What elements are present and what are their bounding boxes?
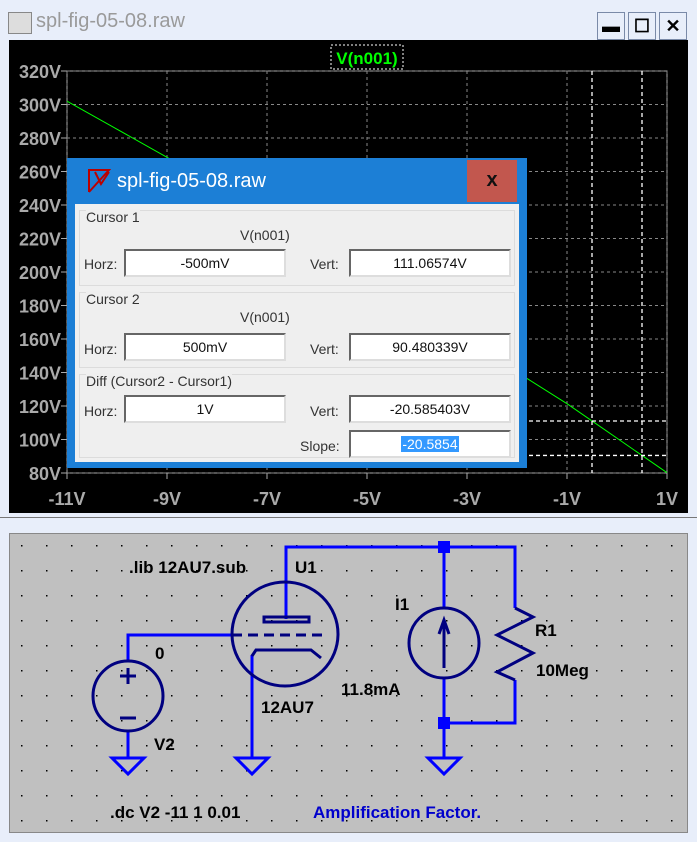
- x-tick-label: -1V: [553, 489, 581, 509]
- x-tick-label: -5V: [353, 489, 381, 509]
- y-tick-label: 140V: [19, 364, 61, 384]
- y-tick-label: 80V: [29, 464, 61, 484]
- resistor-r1-symbol[interactable]: [493, 606, 537, 682]
- slope-label: Slope:: [300, 438, 340, 454]
- slope-field[interactable]: -20.5854: [349, 430, 511, 458]
- dialog-close-button[interactable]: x: [467, 160, 517, 202]
- junction-node: [438, 541, 450, 553]
- y-tick-label: 180V: [19, 297, 61, 317]
- cursor1-vert-label: Vert:: [310, 256, 339, 272]
- trace-label[interactable]: V(n001): [336, 49, 397, 68]
- dc-directive[interactable]: .dc V2 -11 1 0.01: [110, 803, 240, 822]
- cursor2-trace: V(n001): [240, 309, 290, 325]
- y-tick-label: 120V: [19, 397, 61, 417]
- slope-value[interactable]: -20.5854: [401, 436, 459, 452]
- y-tick-label: 240V: [19, 196, 61, 216]
- x-tick-label: -7V: [253, 489, 281, 509]
- diff-title: Diff (Cursor2 - Cursor1): [86, 373, 232, 389]
- ground-icon: [232, 756, 272, 777]
- current-source-i1-symbol[interactable]: [407, 606, 481, 680]
- cursor2-horz-label: Horz:: [84, 341, 118, 357]
- cursor1-title: Cursor 1: [86, 209, 140, 225]
- trace-label-box[interactable]: [330, 44, 404, 70]
- y-tick-label: 320V: [19, 62, 61, 82]
- ground-icon: [108, 756, 148, 777]
- cursor1-horz-field[interactable]: -500mV: [124, 249, 286, 277]
- cursor1-trace: V(n001): [240, 227, 290, 243]
- lib-directive[interactable]: .lib 12AU7.sub: [129, 558, 246, 577]
- u1-model[interactable]: 12AU7: [261, 698, 314, 717]
- wire-grid[interactable]: [126, 633, 232, 661]
- diff-vert-label: Vert:: [310, 403, 339, 419]
- maximize-button[interactable]: ☐: [628, 12, 656, 40]
- i1-value[interactable]: 11.8mA: [341, 680, 401, 699]
- cursor1-group: Cursor 1 V(n001) Horz: -500mV Vert: 111.…: [79, 209, 515, 286]
- close-button[interactable]: ✕: [659, 12, 687, 40]
- ground-icon: [424, 756, 464, 777]
- dialog-title: spl-fig-05-08.raw: [117, 170, 266, 192]
- comment-text[interactable]: Amplification Factor.: [313, 803, 481, 822]
- diff-horz-label: Horz:: [84, 403, 118, 419]
- cursor1-horz-label: Horz:: [84, 256, 118, 272]
- ltspice-logo-icon: [88, 169, 111, 193]
- window-title: spl-fig-05-08.raw: [36, 10, 185, 32]
- v2-value[interactable]: 0: [155, 644, 164, 663]
- cursor2-title: Cursor 2: [86, 291, 140, 307]
- wire-r1-bottom[interactable]: [444, 680, 517, 725]
- y-tick-label: 220V: [19, 230, 61, 250]
- y-tick-label: 100V: [19, 431, 61, 451]
- x-tick-label: 1V: [656, 489, 678, 509]
- diff-horz-field[interactable]: 1V: [124, 395, 286, 423]
- r1-value[interactable]: 10Meg: [536, 661, 589, 680]
- dialog-body: Cursor 1 V(n001) Horz: -500mV Vert: 111.…: [75, 204, 519, 462]
- waveform-app-icon: [8, 12, 32, 34]
- window-separator: [0, 517, 697, 520]
- cursor-dialog: spl-fig-05-08.raw x Cursor 1 V(n001) Hor…: [67, 158, 527, 468]
- y-tick-label: 280V: [19, 129, 61, 149]
- x-tick-label: -9V: [153, 489, 181, 509]
- y-tick-label: 260V: [19, 163, 61, 183]
- diff-vert-field[interactable]: -20.585403V: [349, 395, 511, 423]
- i1-label[interactable]: I1: [395, 595, 409, 614]
- r1-label[interactable]: R1: [535, 621, 557, 640]
- y-tick-label: 300V: [19, 96, 61, 116]
- schematic-grid: [10, 534, 687, 832]
- triode-plate: [262, 615, 311, 624]
- y-tick-label: 200V: [19, 263, 61, 283]
- minimize-button[interactable]: ▬: [597, 12, 625, 40]
- cursor2-horz-field[interactable]: 500mV: [124, 333, 286, 361]
- cursor1-vert-field[interactable]: 111.06574V: [349, 249, 511, 277]
- cursor2-vert-label: Vert:: [310, 341, 339, 357]
- cursor2-vert-field[interactable]: 90.480339V: [349, 333, 511, 361]
- plus-minus-icon: [120, 668, 136, 720]
- triode-cathode: [250, 648, 322, 660]
- cursor2-group: Cursor 2 V(n001) Horz: 500mV Vert: 90.48…: [79, 291, 515, 368]
- x-tick-label: -11V: [48, 489, 85, 509]
- diff-group: Diff (Cursor2 - Cursor1) Horz: 1V Vert: …: [79, 373, 515, 458]
- u1-label[interactable]: U1: [295, 558, 317, 577]
- y-tick-label: 160V: [19, 330, 61, 350]
- x-tick-label: -3V: [453, 489, 481, 509]
- arrow-up-icon: [437, 615, 451, 668]
- voltage-source-v2-symbol[interactable]: [91, 659, 165, 733]
- v2-label[interactable]: V2: [154, 735, 175, 754]
- junction-node: [438, 717, 450, 729]
